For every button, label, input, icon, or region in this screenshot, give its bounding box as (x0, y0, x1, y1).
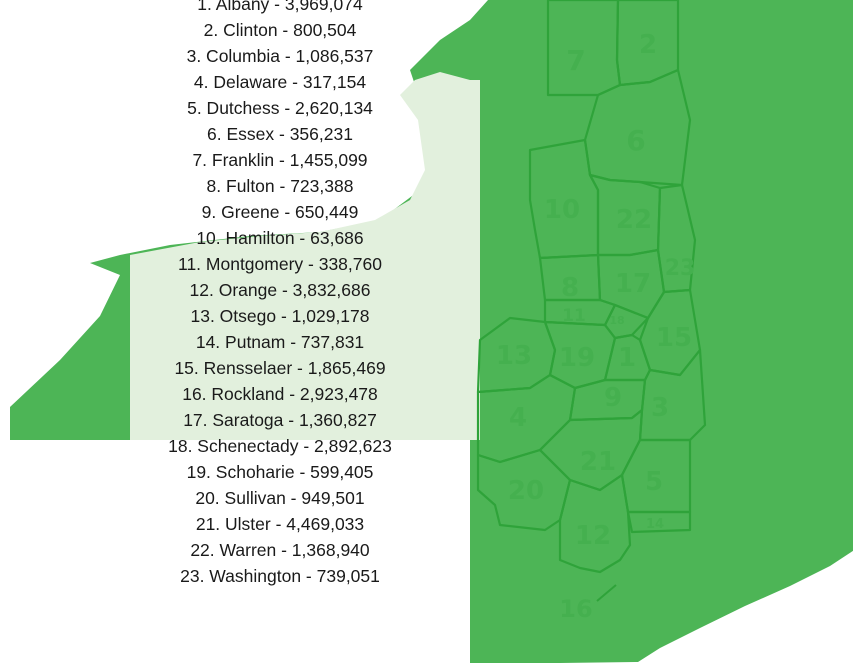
county-number-18: 18 (609, 314, 624, 327)
rockland-pointer (596, 584, 617, 602)
county-list-item: 18. Schenectady - 2,892,623 (168, 436, 392, 456)
county-list-item: 13. Otsego - 1,029,178 (190, 306, 370, 326)
county-list-item: 11. Montgomery - 338,760 (178, 254, 382, 274)
county-number-2: 2 (639, 30, 657, 60)
county-number-23: 23 (665, 256, 696, 281)
county-list-item: 21. Ulster - 4,469,033 (195, 514, 365, 534)
county-list-item: 3. Columbia - 1,086,537 (186, 46, 374, 66)
highlight-region (130, 72, 480, 440)
county-list-item: 2. Clinton - 800,504 (203, 20, 357, 40)
county-list-item: 17. Saratoga - 1,360,827 (183, 410, 377, 430)
county-number-14: 14 (646, 517, 664, 532)
county-list-item: 12. Orange - 3,832,686 (189, 280, 371, 300)
county-list-item: 1. Albany - 3,969,074 (197, 0, 363, 14)
county-number-13: 13 (496, 341, 532, 371)
county-list-item: 16. Rockland - 2,923,478 (182, 384, 378, 404)
county-number-11: 11 (562, 306, 586, 326)
county-number-6: 6 (626, 124, 645, 157)
county-list-item: 8. Fulton - 723,388 (206, 176, 354, 196)
county-number-1: 1 (618, 343, 636, 373)
county-list-item: 5. Dutchess - 2,620,134 (187, 98, 373, 118)
county-list-item: 15. Rensselaer - 1,865,469 (174, 358, 386, 378)
county-number-17: 17 (615, 269, 651, 299)
county-number-8: 8 (561, 273, 579, 303)
county-shape-12 (558, 473, 632, 574)
county-number-9: 9 (604, 383, 622, 413)
county-list-item: 6. Essex - 356,231 (207, 124, 353, 144)
county-number-12: 12 (575, 521, 611, 551)
county-list-item: 4. Delaware - 317,154 (193, 72, 367, 92)
county-number-7: 7 (566, 44, 585, 77)
county-number-10: 10 (544, 195, 580, 225)
county-number-22: 22 (616, 205, 652, 235)
county-shape-14 (626, 510, 692, 534)
county-list-item: 10. Hamilton - 63,686 (196, 228, 364, 248)
county-number-20: 20 (508, 476, 544, 506)
county-number-16: 16 (559, 595, 592, 623)
county-list-item: 22. Warren - 1,368,940 (190, 540, 370, 560)
county-number-3: 3 (651, 393, 669, 423)
county-list-item: 9. Greene - 650,449 (201, 202, 359, 222)
county-list-item: 23. Washington - 739,051 (180, 566, 380, 586)
county-number-19: 19 (559, 343, 595, 373)
county-number-4: 4 (509, 403, 527, 433)
county-number-5: 5 (645, 467, 663, 497)
county-list-item: 14. Putnam - 737,831 (195, 332, 365, 352)
county-population-list: 1. Albany - 3,969,074 2. Clinton - 800,5… (100, 0, 460, 589)
county-list-item: 7. Franklin - 1,455,099 (192, 150, 368, 170)
county-list-item: 20. Sullivan - 949,501 (195, 488, 365, 508)
county-number-21: 21 (580, 447, 616, 477)
county-list-item: 19. Schoharie - 599,405 (186, 462, 374, 482)
county-number-15: 15 (656, 323, 692, 353)
